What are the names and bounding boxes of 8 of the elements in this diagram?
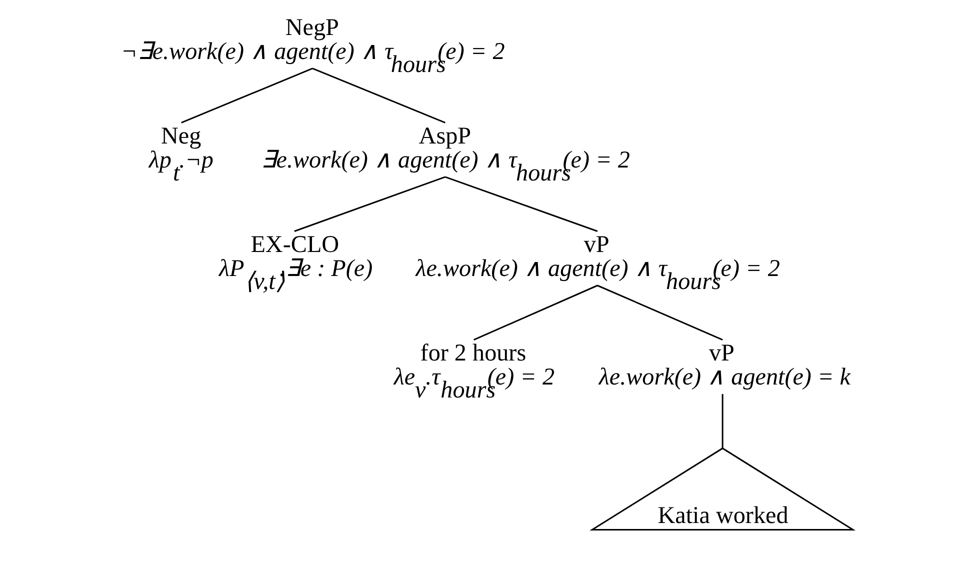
node-text: vP λe.work(e) ∧ agent(e) = k: [598, 340, 850, 391]
connector: [721, 394, 723, 448]
connector: [596, 284, 722, 340]
connector: [180, 68, 312, 124]
connector: [444, 176, 598, 232]
connector: [473, 284, 598, 340]
connector: [294, 176, 445, 232]
connector: [312, 68, 445, 124]
